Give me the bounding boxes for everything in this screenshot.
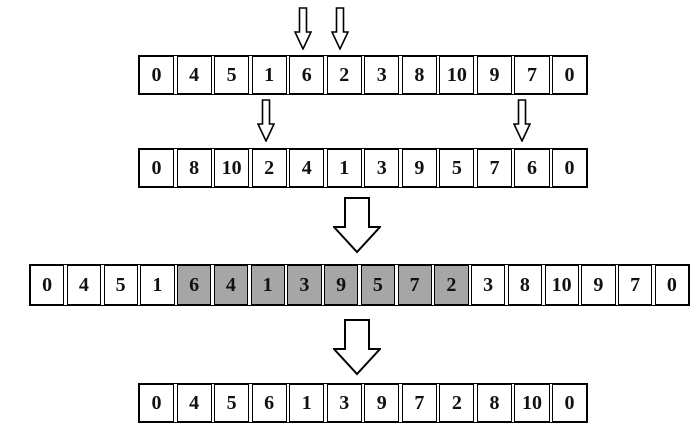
array-cell: 9 <box>364 384 400 422</box>
down-arrow-icon <box>257 99 275 142</box>
down-block-arrow-icon <box>333 319 381 376</box>
array-cell: 2 <box>326 56 362 94</box>
array-cell: 4 <box>176 384 212 422</box>
array-cell: 7 <box>618 265 653 305</box>
down-block-arrow-icon <box>333 197 381 254</box>
array-cell: 5 <box>360 265 395 305</box>
array-cell: 0 <box>139 384 175 422</box>
array-cell: 2 <box>439 384 475 422</box>
array-cell: 7 <box>401 384 437 422</box>
array-cell: 4 <box>176 56 212 94</box>
array-cell: 6 <box>514 149 550 187</box>
array-cell: 5 <box>439 149 475 187</box>
array-cell: 8 <box>401 56 437 94</box>
array-cell: 7 <box>476 149 512 187</box>
down-arrow-icon <box>294 7 312 50</box>
array-cell: 0 <box>139 56 175 94</box>
array-cell: 1 <box>251 56 287 94</box>
array-cell: 8 <box>507 265 542 305</box>
array-cell: 10 <box>514 384 550 422</box>
array-cell: 2 <box>251 149 287 187</box>
array-cell: 9 <box>476 56 512 94</box>
array-cell: 6 <box>289 56 325 94</box>
array-cell: 9 <box>324 265 359 305</box>
array-cell: 5 <box>103 265 138 305</box>
array-cell: 0 <box>552 149 588 187</box>
array-cell: 8 <box>176 149 212 187</box>
array-cell: 6 <box>251 384 287 422</box>
array-cell: 3 <box>326 384 362 422</box>
array-cell: 0 <box>552 384 588 422</box>
down-arrow-icon <box>331 7 349 50</box>
array-cell: 9 <box>581 265 616 305</box>
array-cell: 7 <box>397 265 432 305</box>
down-arrow-icon <box>513 99 531 142</box>
array-cell: 3 <box>364 56 400 94</box>
array-cell: 4 <box>289 149 325 187</box>
array-cell: 9 <box>401 149 437 187</box>
array-cell: 4 <box>66 265 101 305</box>
array-cell: 0 <box>30 265 65 305</box>
array-cell: 1 <box>289 384 325 422</box>
array-cell: 3 <box>287 265 322 305</box>
array-cell: 10 <box>214 149 250 187</box>
array-cell: 3 <box>364 149 400 187</box>
array-cell: 1 <box>250 265 285 305</box>
array-cell: 6 <box>177 265 212 305</box>
array-cell: 0 <box>654 265 689 305</box>
array-cell: 3 <box>471 265 506 305</box>
array-cell: 2 <box>434 265 469 305</box>
array-cell: 10 <box>544 265 579 305</box>
array-cell: 5 <box>214 56 250 94</box>
array-cell: 0 <box>552 56 588 94</box>
array-cell: 0 <box>139 149 175 187</box>
array-cell: 5 <box>214 384 250 422</box>
array-cell: 4 <box>213 265 248 305</box>
array-cell: 10 <box>439 56 475 94</box>
array-cell: 1 <box>140 265 175 305</box>
array-cell: 7 <box>514 56 550 94</box>
array-cell: 8 <box>476 384 512 422</box>
array-cell: 1 <box>326 149 362 187</box>
